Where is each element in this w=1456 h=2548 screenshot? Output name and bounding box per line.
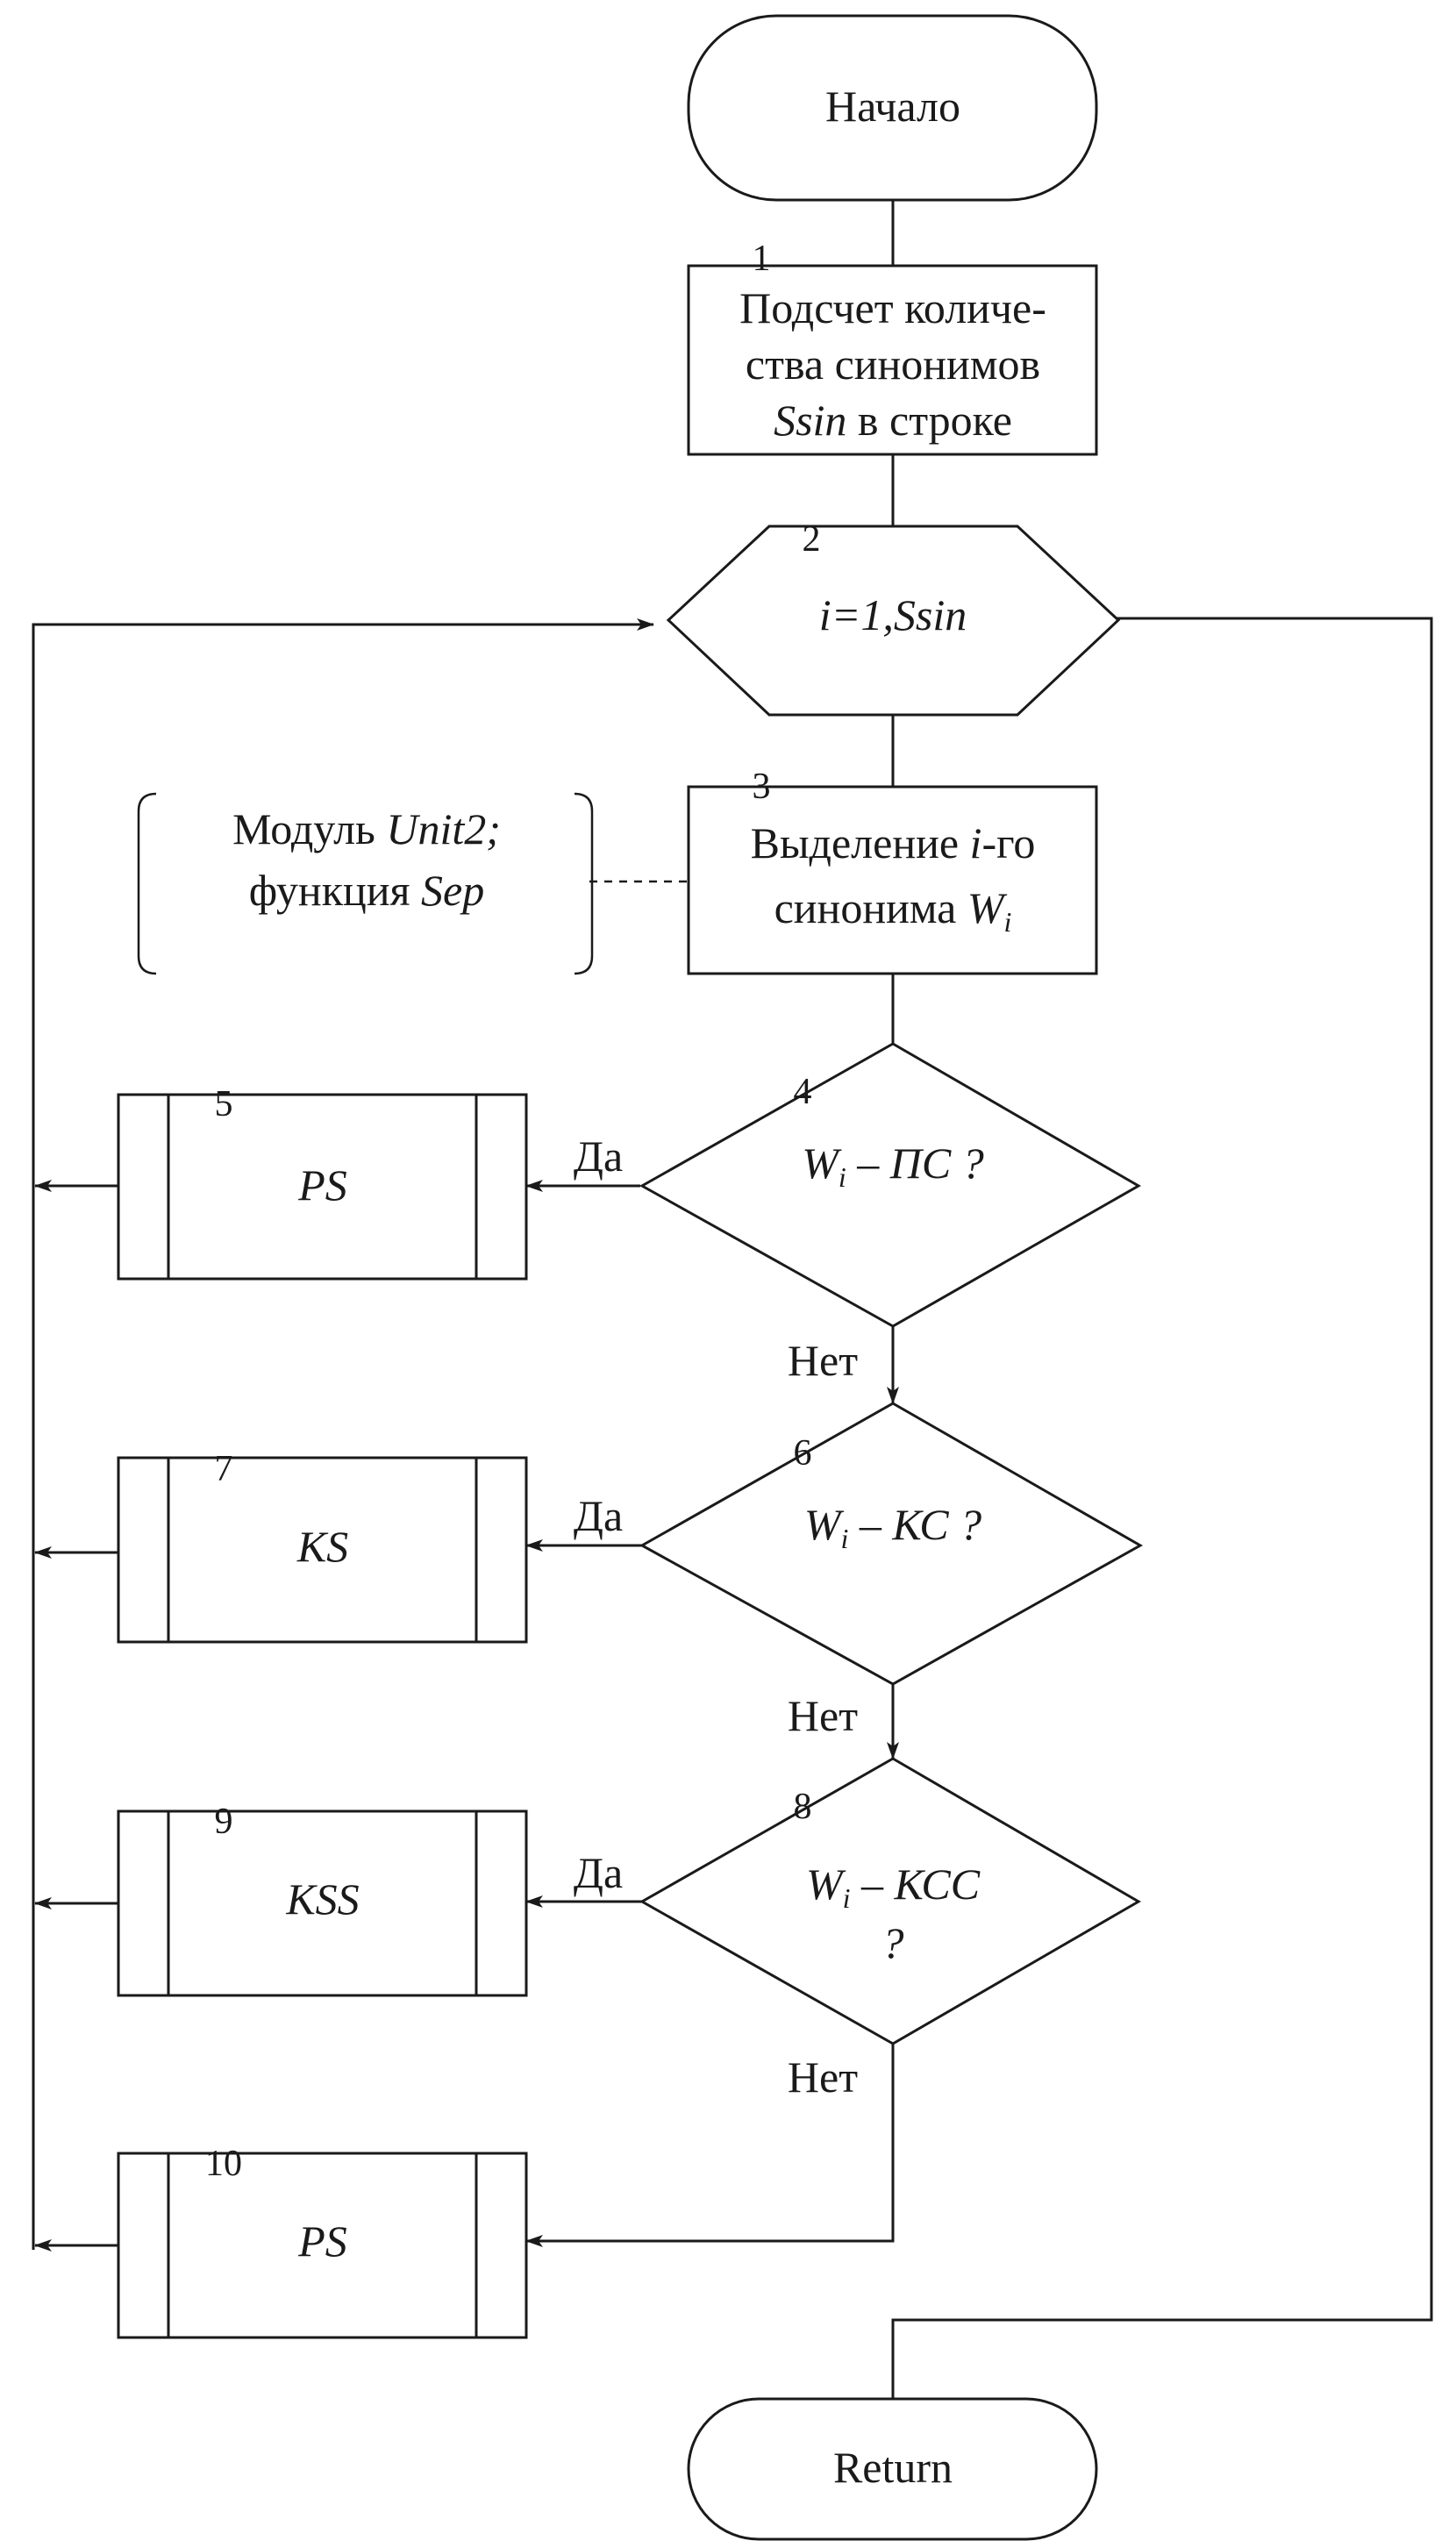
- process-9: 9 KSS: [117, 1802, 528, 1997]
- loop-exit-line: [891, 617, 1433, 2399]
- process-5-shape: [117, 1093, 528, 1281]
- process-7: 7 KS: [117, 1449, 528, 1644]
- decision-8-var: W: [806, 1859, 846, 1909]
- decision-4-number: 4: [794, 1072, 812, 1112]
- block-3-shape: [687, 785, 1098, 975]
- start-label: Начало: [825, 82, 960, 131]
- decision-6-number: 6: [794, 1433, 812, 1474]
- comment-line-2: функция Sep: [249, 866, 484, 915]
- start-terminal: Начало: [687, 14, 1098, 202]
- comment-line-1: Модуль Unit2;: [232, 804, 501, 853]
- process-5-label: PS: [297, 1160, 347, 1210]
- block-3-line-1: Выделение i-го: [751, 818, 1036, 867]
- block-3-extract-synonym: 3 Выделение i-го синонима Wi: [687, 767, 1098, 975]
- decision-8-no-label: Нет: [788, 2052, 858, 2102]
- process-10-number: 10: [205, 2144, 242, 2184]
- block-2-loop: 2 i=1,Ssin: [666, 519, 1121, 717]
- process-9-number: 9: [215, 1802, 233, 1842]
- decision-4-shape: [639, 1042, 1142, 1328]
- end-shape: [687, 2397, 1098, 2541]
- end-terminal: Return: [687, 2397, 1098, 2541]
- process-10: 10 PS: [117, 2144, 528, 2339]
- decision-8: 8 Wi – КСС ? Да Нет: [574, 1757, 1141, 2102]
- comment-function-name: Sep: [421, 866, 484, 915]
- block-3-line-2: синонима Wi: [774, 883, 1012, 938]
- decision-6-shape: [639, 1402, 1144, 1686]
- process-10-label: PS: [297, 2216, 347, 2266]
- process-5: 5 PS: [117, 1084, 528, 1281]
- block-1-line-2: ства синонимов: [746, 339, 1040, 389]
- connectors: [32, 200, 1433, 2399]
- process-5-number: 5: [215, 1084, 233, 1124]
- block-3-number: 3: [753, 767, 771, 807]
- comment-line-1-pre: Модуль: [232, 804, 386, 853]
- block-1-line-3: Ssin в строке: [774, 396, 1012, 445]
- block-1-var: Ssin: [774, 396, 846, 445]
- decision-4-label: Wi – ПС ?: [802, 1138, 984, 1193]
- end-label: Return: [833, 2443, 953, 2492]
- decision-6-var: W: [804, 1500, 845, 1549]
- block-3-line-1-post: -го: [981, 818, 1035, 867]
- decision-4: 4 Wi – ПС ? Да Нет: [574, 1042, 1142, 1385]
- decision-4-var: W: [802, 1138, 842, 1188]
- process-9-shape: [117, 1809, 528, 1997]
- loop-back-line: [32, 618, 654, 2250]
- process-7-number: 7: [215, 1449, 233, 1489]
- block-3-var-sub: i: [1003, 906, 1011, 938]
- block-2-shape: [666, 525, 1121, 717]
- block-3-line-2-pre: синонима: [774, 883, 967, 932]
- decision-8-sub: i: [843, 1882, 851, 1914]
- decision-4-yes-label: Да: [574, 1131, 623, 1181]
- process-7-label: KS: [296, 1522, 348, 1571]
- block-3-var-w: W: [967, 883, 1008, 932]
- decision-8-rest: – КСС: [850, 1859, 980, 1909]
- block-2-label: i=1,Ssin: [819, 590, 967, 639]
- decision-6-no-label: Нет: [788, 1691, 858, 1740]
- block-1-line-1: Подсчет количе-: [739, 283, 1046, 332]
- decision-6-rest: – КС ?: [848, 1500, 981, 1549]
- process-7-shape: [117, 1456, 528, 1644]
- start-shape: [687, 14, 1098, 202]
- comment-left-bracket: [137, 792, 157, 975]
- connector-8-to-10: [525, 2044, 895, 2247]
- block-3-var-i: i: [970, 818, 982, 867]
- comment-module-name: Unit2;: [386, 804, 501, 853]
- comment-annotation: Модуль Unit2; функция Sep: [137, 792, 594, 975]
- block-1-line-3-rest: в строке: [846, 396, 1012, 445]
- decision-8-shape: [639, 1757, 1141, 2045]
- decision-8-line-2: ?: [882, 1918, 904, 1967]
- decision-6-sub: i: [841, 1523, 849, 1554]
- block-1-number: 1: [753, 239, 771, 279]
- decision-6-label: Wi – КС ?: [804, 1500, 981, 1554]
- block-1-count-synonyms: 1 Подсчет количе- ства синонимов Ssin в …: [687, 239, 1098, 456]
- block-2-number: 2: [803, 519, 821, 560]
- process-10-shape: [117, 2152, 528, 2339]
- block-1-shape: [687, 264, 1098, 456]
- decision-4-sub: i: [839, 1161, 846, 1193]
- decision-6: 6 Wi – КС ? Да Нет: [574, 1402, 1144, 1740]
- decision-6-yes-label: Да: [574, 1491, 623, 1540]
- block-3-line-1-pre: Выделение: [751, 818, 970, 867]
- comment-right-bracket: [574, 792, 594, 975]
- decision-8-label: Wi – КСС: [806, 1859, 981, 1914]
- process-9-label: KSS: [285, 1874, 359, 1923]
- comment-line-2-pre: функция: [249, 866, 421, 915]
- decision-4-rest: – ПС ?: [846, 1138, 984, 1188]
- decision-8-yes-label: Да: [574, 1848, 623, 1897]
- decision-8-number: 8: [794, 1787, 812, 1827]
- decision-4-no-label: Нет: [788, 1336, 858, 1385]
